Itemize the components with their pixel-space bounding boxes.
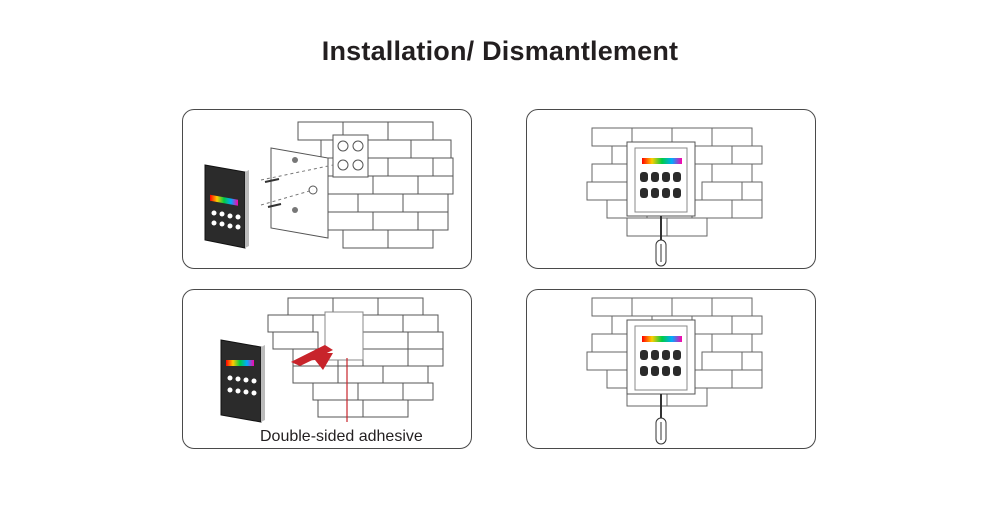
back-plate bbox=[270, 147, 329, 239]
screwdriver-removal-illustration bbox=[586, 297, 763, 445]
wall-controller bbox=[204, 164, 246, 249]
installation-screw-mount-panel bbox=[182, 109, 472, 269]
brick-wall bbox=[297, 121, 454, 249]
dismantlement-panel-2 bbox=[526, 289, 816, 449]
screwdriver-icon bbox=[655, 216, 667, 267]
screwdriver-removal-illustration bbox=[586, 127, 763, 267]
dismantlement-panel-1 bbox=[526, 109, 816, 269]
adhesive-mount-illustration bbox=[220, 297, 444, 423]
page-title: Installation/ Dismantlement bbox=[321, 36, 679, 66]
screw-mount-illustration bbox=[204, 121, 454, 249]
adhesive-pad bbox=[324, 311, 364, 361]
screw-icon bbox=[267, 203, 282, 208]
screwdriver-icon bbox=[655, 394, 667, 445]
adhesive-label: Double-sided adhesive bbox=[260, 428, 423, 445]
junction-box bbox=[332, 134, 369, 178]
screw-icon bbox=[264, 178, 280, 183]
installation-adhesive-panel: Double-sided adhesive bbox=[182, 289, 472, 449]
